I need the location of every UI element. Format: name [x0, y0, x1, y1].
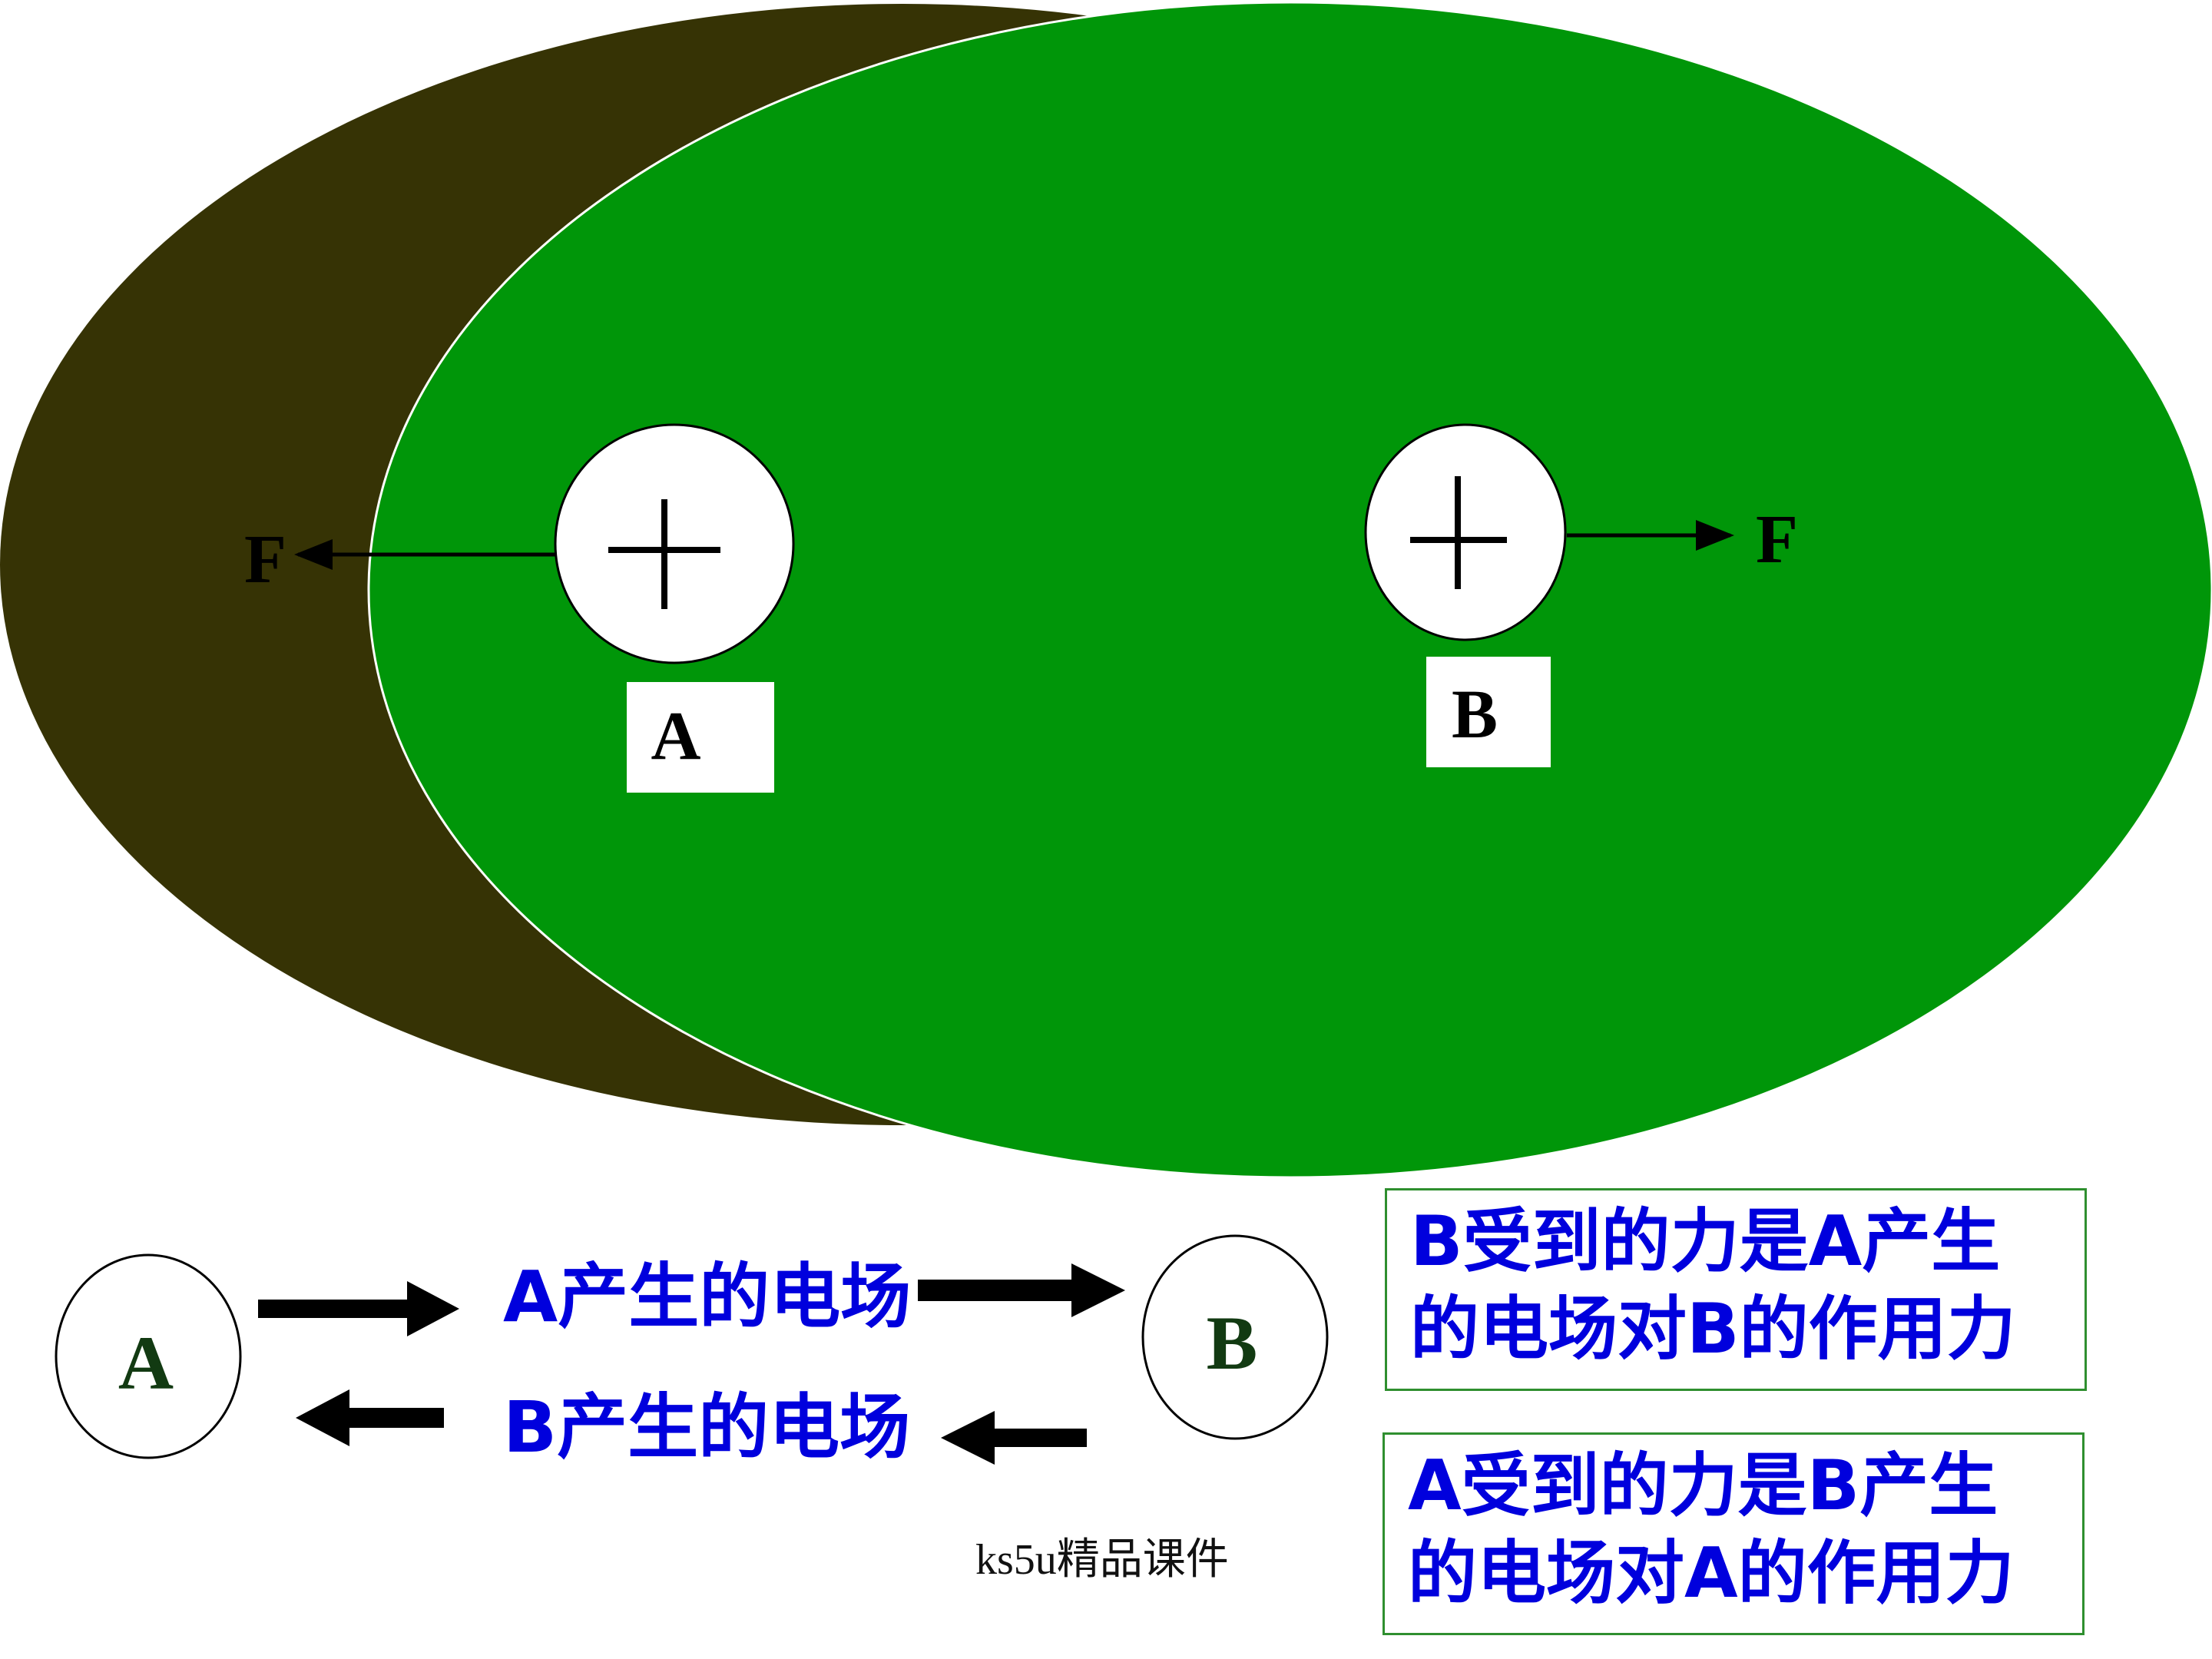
force-label-a: F: [244, 522, 286, 598]
plus-sign-icon: [608, 499, 720, 609]
arrow-b-to-field: [941, 1411, 1087, 1465]
body-b: [1141, 1234, 1329, 1440]
charge-a: [554, 423, 795, 664]
body-a: [55, 1253, 242, 1459]
field-b-text: B产生的电场: [503, 1386, 910, 1469]
force-on-b-line-2: 的电场对B的作用力: [1410, 1289, 2016, 1369]
field-a-text: A产生的电场: [503, 1256, 911, 1338]
charge-b: [1364, 423, 1567, 641]
force-label-b: F: [1756, 502, 1798, 578]
charge-a-label: A: [651, 698, 701, 774]
charge-b-label-box: [1426, 657, 1551, 767]
field-b-region: [367, 1, 2212, 1179]
force-on-b-line-1: B受到的力是A产生: [1410, 1201, 2001, 1282]
arrow-field-to-b: [918, 1263, 1125, 1317]
arrow-field-to-a: [296, 1389, 444, 1446]
body-a-label: A: [118, 1320, 174, 1406]
footer-caption: ks5u精品课件: [975, 1536, 1229, 1584]
arrow-a-to-field: [258, 1281, 459, 1336]
force-on-a-box: A受到的力是B产生 的电场对A的作用力: [1382, 1432, 2085, 1635]
body-b-label: B: [1207, 1300, 1258, 1386]
charge-a-label-box: [627, 682, 774, 793]
plus-sign-icon: [1410, 476, 1507, 589]
force-on-b-box: B受到的力是A产生 的电场对B的作用力: [1385, 1188, 2087, 1391]
charge-b-label: B: [1452, 677, 1498, 753]
force-on-a-line-2: 的电场对A的作用力: [1408, 1533, 2015, 1614]
force-on-a-line-1: A受到的力是B产生: [1408, 1445, 1998, 1526]
